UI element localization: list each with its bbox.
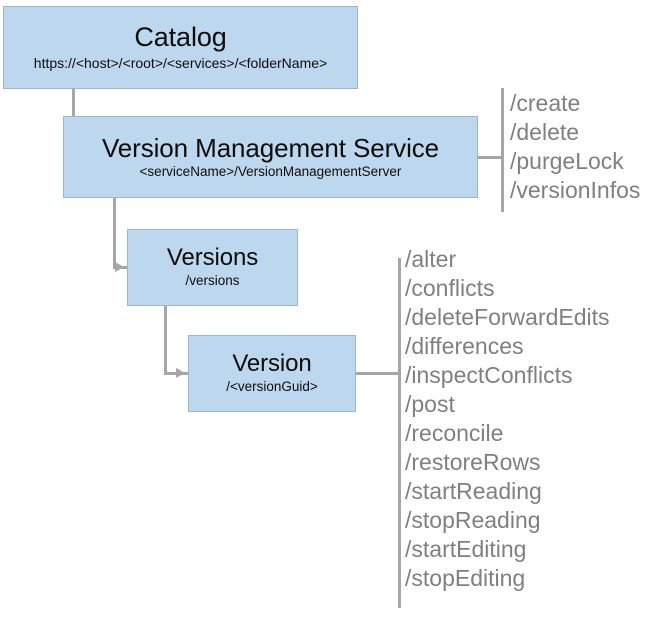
version-endpoint-post[interactable]: /post <box>405 391 455 417</box>
node-versions-subtitle: /versions <box>185 273 240 289</box>
version-endpoint-conflicts[interactable]: /conflicts <box>405 275 495 301</box>
node-catalog-subtitle: https://<host>/<root>/<services>/<folder… <box>33 54 328 71</box>
version-endpoint-reconcile[interactable]: /reconcile <box>405 420 504 446</box>
version-endpoint-startEditing[interactable]: /startEditing <box>405 536 527 562</box>
service-endpoint-create[interactable]: /create <box>510 90 581 116</box>
bracket-stub-service-endpoints <box>478 156 503 159</box>
node-version-subtitle: /<versionGuid> <box>226 379 318 395</box>
version-endpoint-list: /alter/conflicts/deleteForwardEdits/diff… <box>405 245 610 593</box>
node-versions-title: Versions <box>166 244 259 272</box>
node-catalog-title: Catalog <box>134 21 227 52</box>
node-versions[interactable]: Versions /versions <box>127 229 298 306</box>
node-version-management-service-title: Version Management Service <box>101 132 440 163</box>
bracket-line-version-endpoints <box>398 258 401 608</box>
service-endpoint-purgeLock[interactable]: /purgeLock <box>510 148 624 174</box>
version-endpoint-stopEditing[interactable]: /stopEditing <box>405 565 526 591</box>
node-version[interactable]: Version /<versionGuid> <box>188 335 356 412</box>
node-version-management-service-subtitle: <serviceName>/VersionManagementServer <box>139 163 402 179</box>
connector-versions-to-version-vertical <box>164 306 167 374</box>
service-endpoint-versionInfos[interactable]: /versionInfos <box>510 177 641 203</box>
version-endpoint-restoreRows[interactable]: /restoreRows <box>405 449 541 475</box>
service-endpoint-list: /create/delete/purgeLock/versionInfos <box>510 89 640 205</box>
bracket-stub-version-endpoints <box>356 372 400 375</box>
version-endpoint-inspectConflicts[interactable]: /inspectConflicts <box>405 362 573 388</box>
version-endpoint-deleteForwardEdits[interactable]: /deleteForwardEdits <box>405 304 610 330</box>
connector-service-to-versions-vertical <box>113 198 116 268</box>
bracket-line-service-endpoints <box>501 88 504 212</box>
version-endpoint-differences[interactable]: /differences <box>405 333 524 359</box>
node-version-title: Version <box>232 350 312 378</box>
arrowhead-icon-service-to-versions <box>115 262 124 272</box>
arrowhead-icon-versions-to-version <box>176 368 185 378</box>
node-version-management-service[interactable]: Version Management Service <serviceName>… <box>63 116 478 198</box>
version-endpoint-startReading[interactable]: /startReading <box>405 478 542 504</box>
node-catalog[interactable]: Catalog https://<host>/<root>/<services>… <box>3 6 358 89</box>
version-endpoint-alter[interactable]: /alter <box>405 246 457 272</box>
version-endpoint-stopReading[interactable]: /stopReading <box>405 507 541 533</box>
service-endpoint-delete[interactable]: /delete <box>510 119 580 145</box>
